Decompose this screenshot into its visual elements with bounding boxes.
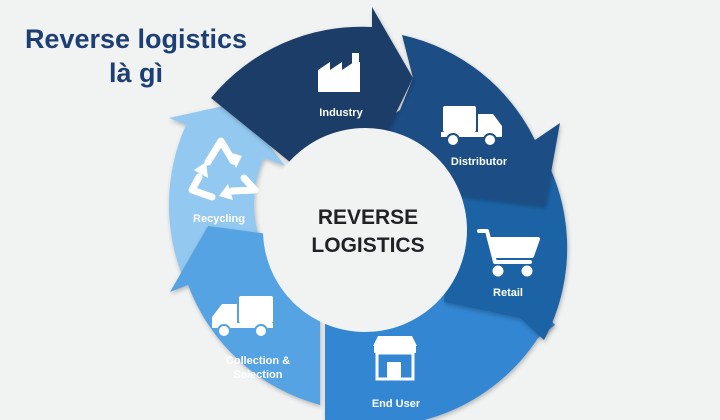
center-circle [263,128,467,332]
center-label-line-1: REVERSE [318,206,418,229]
segment-industry [211,7,413,162]
recycle-arrowheads [194,152,242,200]
truck-icon [441,106,502,147]
segment-label-collection: Collection & [226,355,290,367]
segment-label-retail: Retail [493,287,523,299]
title-line-2: là gì [108,58,163,88]
factory-icon [318,53,360,92]
segment-label-end-user: End User [372,398,421,410]
truck-icon [212,296,273,338]
store-icon [373,336,417,381]
segment-label-recycling: Recycling [193,213,245,225]
title-line-1: Reverse logistics [24,24,248,54]
page-title: Reverse logistics là gì [0,22,272,90]
shopping-cart-icon [477,229,540,277]
segment-label-industry: Industry [319,107,363,119]
segment-label-distributor: Distributor [451,156,508,168]
segment-label-selection: Selection [234,369,283,381]
center-label-line-2: LOGISTICS [311,234,424,257]
recycle-icon [188,137,259,201]
